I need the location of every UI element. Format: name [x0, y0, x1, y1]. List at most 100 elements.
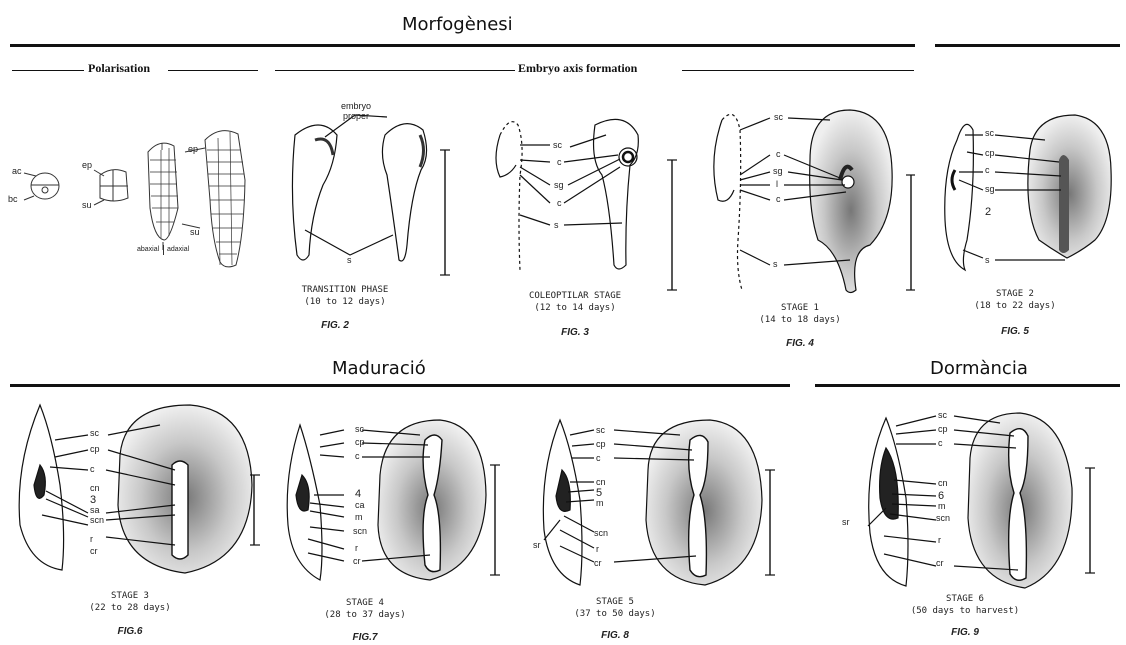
fig3-label-c: c [557, 157, 562, 167]
section-embryo-axis: Embryo axis formation [518, 61, 637, 76]
label-abaxial: abaxial [137, 246, 159, 253]
polarisation-drawing [0, 90, 260, 290]
fig3-label-c-2: c [557, 198, 562, 208]
fig6-label-cr: cr [90, 546, 98, 556]
fig7-label-4: 4 [355, 488, 361, 500]
fig9-label-sr: sr [842, 517, 850, 527]
fig9-label-sc: sc [938, 410, 947, 420]
fig8-label-sr: sr [533, 540, 541, 550]
fig3-caption-days: (12 to 14 days) [510, 302, 640, 314]
fig6-label: FIG.6 [100, 626, 160, 637]
fig4-caption-days: (14 to 18 days) [750, 314, 850, 326]
fig9-label-cr: cr [936, 558, 944, 568]
fig7-label-ca: ca [355, 500, 365, 510]
fig5-label-s: s [985, 255, 990, 265]
fig4-label-c: c [776, 149, 781, 159]
fig6-caption-title: STAGE 3 [80, 590, 180, 602]
label-ep: ep [82, 160, 92, 170]
fig2-caption-days: (10 to 12 days) [285, 296, 405, 308]
fig3-caption-title: COLEOPTILAR STAGE [510, 290, 640, 302]
rule-dormancia-top [935, 44, 1120, 47]
fig4-drawing [700, 100, 915, 300]
rule-dormancia [815, 384, 1120, 387]
fig8-drawing [530, 410, 780, 590]
fig4-label-c-2: c [776, 194, 781, 204]
label-ep-2: ep [188, 144, 198, 154]
fig5-label-c: c [985, 165, 990, 175]
label-l: l [161, 142, 163, 152]
fig2-label: FIG. 2 [305, 320, 365, 331]
fig7-caption-title: STAGE 4 [315, 597, 415, 609]
embryo-axis-line-right [682, 70, 914, 71]
fig4-label-s: s [773, 259, 778, 269]
label-su: su [82, 200, 92, 210]
fig2-label-s: s [347, 255, 352, 265]
fig9-caption-title: STAGE 6 [900, 593, 1030, 605]
fig2-label-embryo-proper: embryo proper [336, 101, 376, 121]
fig9-caption-days: (50 days to harvest) [900, 605, 1030, 617]
fig9-label-c: c [938, 438, 943, 448]
fig3-label: FIG. 3 [545, 327, 605, 338]
label-bc: bc [8, 194, 18, 204]
fig2-caption: TRANSITION PHASE (10 to 12 days) [285, 284, 405, 308]
fig8-label-m: m [596, 498, 604, 508]
fig9-label-m: m [938, 501, 946, 511]
fig8-label-scn: scn [594, 528, 608, 538]
fig6-label-cp: cp [90, 444, 100, 454]
fig7-label-scn: scn [353, 526, 367, 536]
fig9-label-cp: cp [938, 424, 948, 434]
fig9-label-scn: scn [936, 513, 950, 523]
fig3-label-sc: sc [553, 140, 562, 150]
fig5-drawing [935, 110, 1120, 305]
fig4-label: FIG. 4 [770, 338, 830, 349]
fig5-label-sg: sg [985, 184, 995, 194]
header-maduracio: Maduració [332, 358, 426, 379]
label-adaxial: adaxial [167, 246, 189, 253]
fig7-label-cp: cp [355, 437, 365, 447]
header-morfogenesi: Morfogènesi [402, 14, 513, 35]
fig3-caption: COLEOPTILAR STAGE (12 to 14 days) [510, 290, 640, 314]
embryo-axis-line-left [275, 70, 515, 71]
fig6-label-scn: scn [90, 515, 104, 525]
fig8-caption: STAGE 5 (37 to 50 days) [565, 596, 665, 620]
fig5-caption: STAGE 2 (18 to 22 days) [960, 288, 1070, 312]
fig8-label-sc: sc [596, 425, 605, 435]
fig7-label-cr: cr [353, 556, 361, 566]
fig6-caption: STAGE 3 (22 to 28 days) [80, 590, 180, 614]
fig4-label-sg: sg [773, 166, 783, 176]
fig9-label-r: r [938, 535, 941, 545]
fig5-label: FIG. 5 [985, 326, 1045, 337]
fig5-label-sc: sc [985, 128, 994, 138]
fig6-drawing [10, 395, 270, 585]
fig8-label-cn: cn [596, 477, 606, 487]
fig8-label-r: r [596, 544, 599, 554]
polarisation-line-right [168, 70, 258, 71]
fig7-label-sc: sc [355, 424, 364, 434]
fig8-label: FIG. 8 [585, 630, 645, 641]
fig7-label-r: r [355, 543, 358, 553]
fig8-caption-title: STAGE 5 [565, 596, 665, 608]
fig2-drawing [275, 95, 465, 295]
fig4-label-sc: sc [774, 112, 783, 122]
rule-maduracio [10, 384, 790, 387]
rule-morfogenesi [10, 44, 915, 47]
fig9-drawing [850, 408, 1100, 593]
fig7-label-c: c [355, 451, 360, 461]
fig4-caption: STAGE 1 (14 to 18 days) [750, 302, 850, 326]
fig8-label-cr: cr [594, 558, 602, 568]
fig7-label-m: m [355, 512, 363, 522]
fig7-caption-days: (28 to 37 days) [315, 609, 415, 621]
polarisation-line-left [12, 70, 84, 71]
fig7-drawing [280, 415, 505, 590]
fig6-label-r: r [90, 534, 93, 544]
fig5-caption-days: (18 to 22 days) [960, 300, 1070, 312]
fig7-label: FIG.7 [335, 632, 395, 643]
fig6-label-cn: cn [90, 483, 100, 493]
fig6-label-sa: sa [90, 505, 100, 515]
fig5-caption-title: STAGE 2 [960, 288, 1070, 300]
fig9-caption: STAGE 6 (50 days to harvest) [900, 593, 1030, 617]
fig2-caption-title: TRANSITION PHASE [285, 284, 405, 296]
fig3-label-sg: sg [554, 180, 564, 190]
fig3-label-s: s [554, 220, 559, 230]
fig6-label-c: c [90, 464, 95, 474]
